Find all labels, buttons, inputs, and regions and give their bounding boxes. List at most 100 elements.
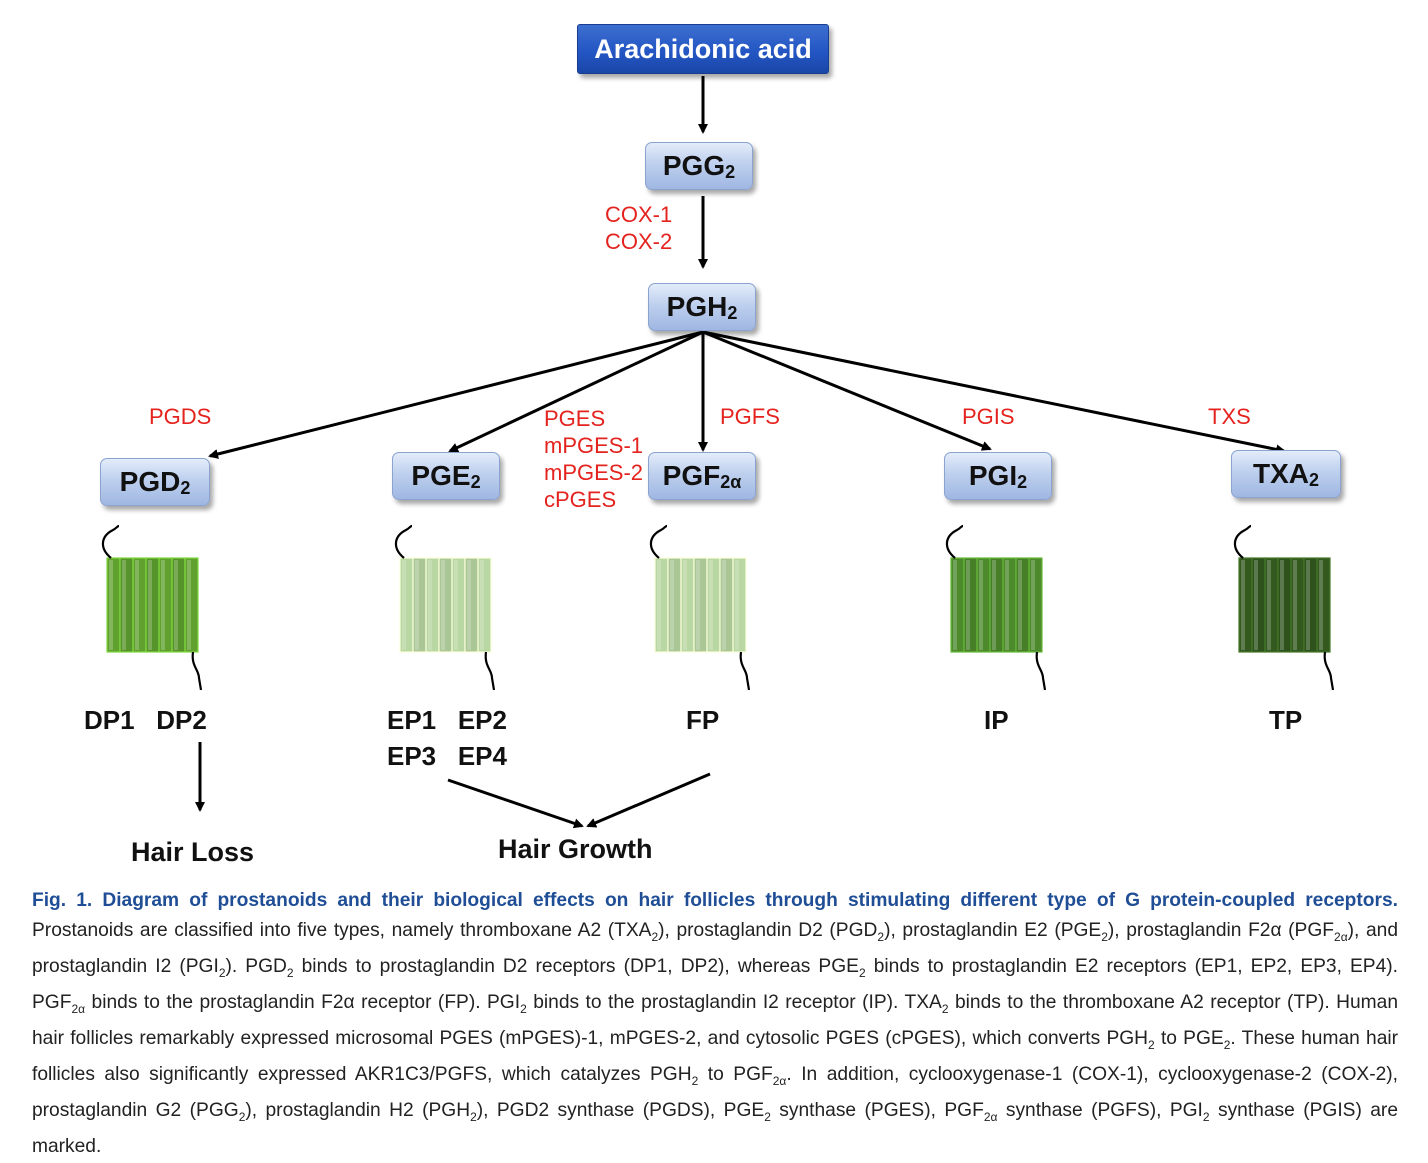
node-txa2-label: TXA <box>1252 458 1309 489</box>
receptor-icon-tp <box>1233 524 1335 691</box>
node-pgg2-label: PGG <box>662 150 726 181</box>
receptor-helix <box>158 557 173 653</box>
receptor-n-terminus <box>945 524 964 559</box>
receptor-helix-highlight <box>1267 560 1271 650</box>
receptor-helix <box>119 557 134 653</box>
node-pgi2-label: PGI <box>968 460 1018 491</box>
receptor-label-dp: DP1 DP2 <box>84 705 207 735</box>
receptor-helix <box>412 557 427 653</box>
node-pgd2-subscript: 2 <box>180 477 191 498</box>
receptor-helix-highlight <box>467 560 471 650</box>
receptor-helix-highlight <box>670 560 674 650</box>
receptor-helix-highlight <box>122 560 126 650</box>
receptor-helix <box>1264 557 1279 653</box>
enzyme-pgfs: PGFS <box>720 404 780 429</box>
receptor-helix-highlight <box>992 560 996 650</box>
receptor-helix <box>106 557 121 653</box>
receptor-helix-highlight <box>1031 560 1035 650</box>
receptor-helix-highlight <box>109 560 113 650</box>
receptor-helix-highlight <box>1241 560 1245 650</box>
receptor-label-tp: TP <box>1269 705 1303 735</box>
caption-title: Fig. 1. Diagram of prostanoids and their… <box>32 890 1398 911</box>
node-pge2-label: PGE <box>411 460 471 491</box>
receptor-icon-ep <box>394 524 496 691</box>
receptor-helix-highlight <box>709 560 713 650</box>
receptor-icon-dp <box>101 524 203 691</box>
arrow-pgh2-to-txa2 <box>702 330 1286 455</box>
node-pgh2-subscript: 2 <box>727 302 738 323</box>
receptor-helix <box>145 557 160 653</box>
arrow-ep-to-hair-growth <box>447 778 584 829</box>
receptor-helix <box>1290 557 1305 653</box>
receptor-helix-highlight <box>187 560 191 650</box>
receptor-helix <box>667 557 682 653</box>
node-arachidonic-acid: Arachidonic acid <box>577 24 829 74</box>
receptor-helix-highlight <box>979 560 983 650</box>
receptor-helix <box>1316 557 1331 653</box>
receptor-helix <box>654 557 669 653</box>
node-pgi2-subscript: 2 <box>1017 471 1028 492</box>
receptor-helix-highlight <box>1319 560 1323 650</box>
receptor-helix <box>438 557 453 653</box>
enzyme-cox: COX-1 COX-2 <box>605 202 673 254</box>
receptor-helix-highlight <box>135 560 139 650</box>
receptor-helix-highlight <box>953 560 957 650</box>
receptor-n-terminus <box>649 524 668 559</box>
receptor-helix-highlight <box>1306 560 1310 650</box>
receptor-helix <box>989 557 1004 653</box>
node-pgg2-subscript: 2 <box>725 161 736 182</box>
receptor-helix-highlight <box>454 560 458 650</box>
receptor-helix <box>477 557 492 653</box>
receptor-helix <box>706 557 721 653</box>
receptor-helix <box>1002 557 1017 653</box>
receptor-helix-highlight <box>415 560 419 650</box>
receptor-helix-highlight <box>966 560 970 650</box>
receptor-icons <box>101 524 1335 691</box>
receptor-c-terminus <box>1035 651 1047 691</box>
receptor-helix <box>732 557 747 653</box>
receptor-helix-highlight <box>1254 560 1258 650</box>
enzyme-pgis: PGIS <box>962 404 1015 429</box>
arrow-pgh2-to-pgi2 <box>702 330 992 451</box>
receptor-helix <box>132 557 147 653</box>
receptor-helix-highlight <box>174 560 178 650</box>
node-pge2-subscript: 2 <box>470 471 481 492</box>
receptor-helix <box>693 557 708 653</box>
figure-caption: Fig. 1. Diagram of prostanoids and their… <box>32 886 1398 1163</box>
receptor-helix <box>399 557 414 653</box>
receptor-helix <box>1277 557 1292 653</box>
receptor-helix <box>451 557 466 653</box>
receptor-helix-highlight <box>1280 560 1284 650</box>
receptor-helix-highlight <box>148 560 152 650</box>
receptor-helix-highlight <box>1018 560 1022 650</box>
receptor-helix <box>950 557 965 653</box>
enzyme-pgds: PGDS <box>149 404 212 429</box>
receptor-label-ip: IP <box>984 705 1009 735</box>
effect-hair-growth: Hair Growth <box>498 834 653 864</box>
receptor-label-ep: EP1 EP2 EP3 EP4 <box>387 705 507 771</box>
receptor-helix-highlight <box>683 560 687 650</box>
receptor-n-terminus <box>394 524 413 559</box>
receptor-helix-highlight <box>696 560 700 650</box>
node-txa2-subscript: 2 <box>1308 469 1319 490</box>
receptor-c-terminus <box>191 651 203 691</box>
effect-hair-loss: Hair Loss <box>131 837 255 867</box>
receptor-helix <box>184 557 199 653</box>
arrow-fp-to-hair-growth <box>586 772 711 828</box>
receptor-helix <box>1028 557 1043 653</box>
receptor-n-terminus <box>101 524 120 559</box>
receptor-icon-ip <box>945 524 1047 691</box>
node-pgh2-label: PGH <box>666 291 728 322</box>
receptor-helix <box>976 557 991 653</box>
receptor-helix-highlight <box>480 560 484 650</box>
receptor-helix <box>1251 557 1266 653</box>
receptor-n-terminus <box>1233 524 1252 559</box>
enzyme-pges: PGES mPGES-1 mPGES-2 cPGES <box>544 406 644 512</box>
connector-layer <box>101 76 1335 829</box>
